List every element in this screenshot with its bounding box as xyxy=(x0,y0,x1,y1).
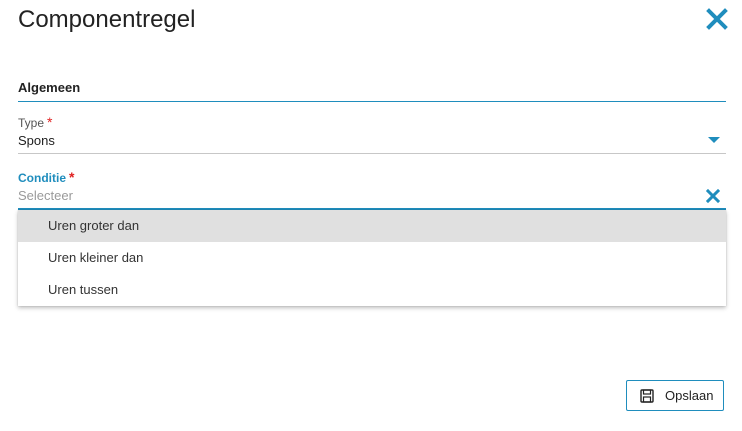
required-marker: * xyxy=(69,169,75,185)
type-underline xyxy=(18,153,726,154)
conditie-label-text: Conditie xyxy=(18,171,66,185)
section-title: Algemeen xyxy=(18,80,81,95)
type-field[interactable]: Type* Spons xyxy=(18,115,726,154)
type-select[interactable]: Spons xyxy=(18,130,726,153)
conditie-field[interactable]: Conditie* Selecteer xyxy=(18,170,726,210)
type-label: Type* xyxy=(18,115,726,130)
chevron-down-icon[interactable] xyxy=(708,137,720,143)
dialog-title: Componentregel xyxy=(18,6,196,33)
menu-item-uren-groter-dan[interactable]: Uren groter dan xyxy=(18,210,726,242)
save-button-label: Opslaan xyxy=(665,388,714,403)
conditie-placeholder: Selecteer xyxy=(18,188,73,203)
save-icon xyxy=(640,388,654,403)
type-value: Spons xyxy=(18,133,55,148)
conditie-underline xyxy=(18,208,726,210)
clear-icon[interactable] xyxy=(706,189,720,203)
required-marker: * xyxy=(47,114,53,130)
conditie-dropdown-menu: Uren groter dan Uren kleiner dan Uren tu… xyxy=(18,210,726,306)
close-icon[interactable] xyxy=(706,8,728,30)
section-header: Algemeen xyxy=(18,79,726,102)
conditie-input[interactable]: Selecteer xyxy=(18,185,726,208)
conditie-label: Conditie* xyxy=(18,170,726,185)
type-label-text: Type xyxy=(18,116,45,130)
save-button[interactable]: Opslaan xyxy=(626,380,724,411)
menu-item-uren-kleiner-dan[interactable]: Uren kleiner dan xyxy=(48,250,144,265)
menu-item-uren-tussen[interactable]: Uren tussen xyxy=(48,282,119,297)
